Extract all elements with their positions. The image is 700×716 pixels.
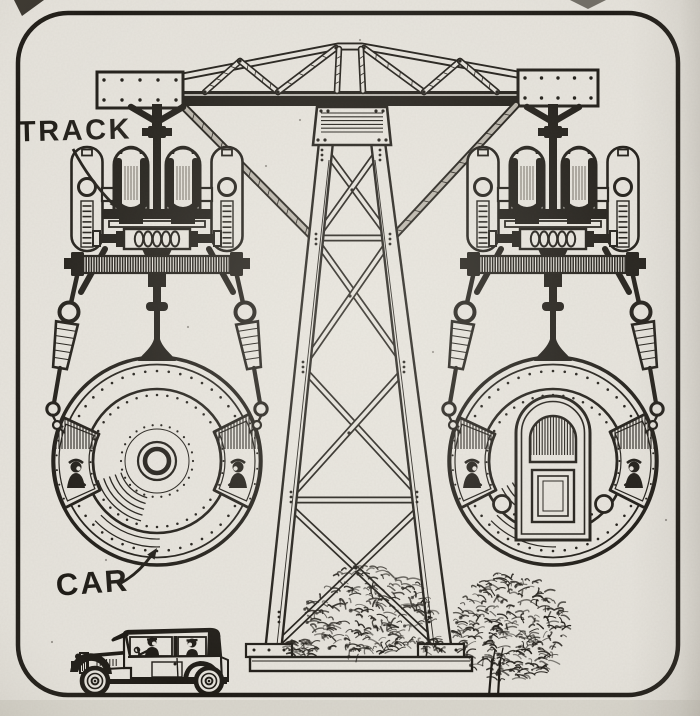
illustration-canvas: TRACK CAR — [0, 0, 700, 716]
paper-grain — [0, 0, 700, 716]
magazine-illustration-page: TRACK CAR — [0, 0, 700, 716]
